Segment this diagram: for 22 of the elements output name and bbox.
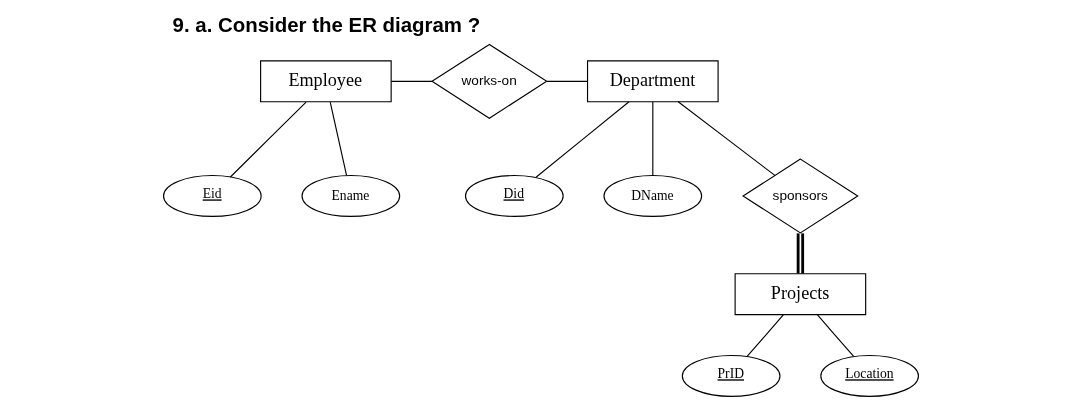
node-ellipse: PrID [681,354,781,397]
node-diamond: works-on [430,43,548,119]
node-box: Department [586,60,719,103]
connector [390,80,432,82]
node-ellipse: Eid [162,175,262,217]
node-ellipse: Location [819,354,919,397]
diagram-title: 9. a. Consider the ER diagram ? [172,14,480,37]
connector [229,101,307,178]
connector [545,80,588,82]
node-ellipse: Ename [300,175,400,217]
node-box: Employee [259,60,392,103]
connector [816,314,854,358]
node-diamond: sponsors [741,158,859,234]
node-box: Projects [734,273,866,316]
connector [534,101,630,178]
connector [677,101,775,176]
connector [796,233,804,274]
connector [651,101,653,177]
node-ellipse: Did [464,175,564,217]
connector [329,101,347,177]
connector [746,314,784,358]
node-ellipse: DName [602,175,702,217]
